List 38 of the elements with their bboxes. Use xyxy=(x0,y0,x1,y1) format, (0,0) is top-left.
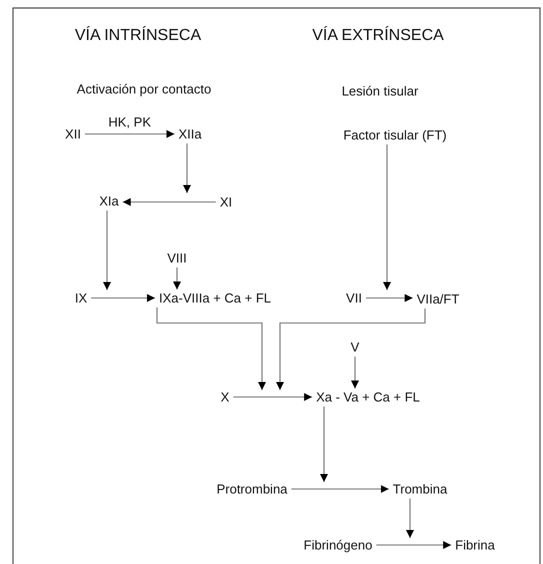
pathway-heading: VÍA EXTRÍNSECA xyxy=(312,27,444,45)
factor-label: Trombina xyxy=(392,482,448,496)
edge-label: HK, PK xyxy=(107,114,152,130)
factor-label: VIII xyxy=(166,250,188,266)
factor-label: XIa xyxy=(98,194,120,208)
arrow xyxy=(84,130,174,138)
factor-label: IXa-VIIIa + Ca + FL xyxy=(158,290,272,306)
factor-label: X xyxy=(220,390,230,404)
factor-label: IX xyxy=(74,290,88,306)
factor-label: XI xyxy=(218,194,234,210)
trigger-label: Activación por contacto xyxy=(76,82,212,96)
arrow xyxy=(276,308,426,390)
arrow xyxy=(291,485,389,493)
arrow xyxy=(122,198,216,206)
arrow xyxy=(383,144,391,290)
factor-label: XII xyxy=(64,126,82,142)
arrow xyxy=(366,294,413,302)
arrow xyxy=(351,356,359,388)
factor-label: Xa - Va + Ca + FL xyxy=(315,390,421,404)
factor-label: XIIa xyxy=(177,126,203,142)
arrow xyxy=(406,498,414,538)
factor-label: Factor tisular (FT) xyxy=(342,128,448,142)
trigger-label: Lesión tisular xyxy=(342,84,418,98)
arrow xyxy=(103,210,111,290)
arrow xyxy=(173,268,181,290)
factor-label: Fibrina xyxy=(454,538,496,552)
arrow xyxy=(183,144,191,193)
arrow xyxy=(233,393,312,401)
factor-label: V xyxy=(350,340,360,354)
factor-label: Fibrinógeno xyxy=(302,538,374,552)
arrow xyxy=(91,294,155,302)
factor-label: VIIa/FT xyxy=(416,292,460,306)
arrow xyxy=(320,406,328,482)
pathway-heading: VÍA INTRÍNSECA xyxy=(74,27,202,45)
arrow xyxy=(376,541,452,549)
factor-label: Protrombina xyxy=(216,482,288,496)
arrow xyxy=(156,308,266,390)
factor-label: VII xyxy=(345,290,363,306)
